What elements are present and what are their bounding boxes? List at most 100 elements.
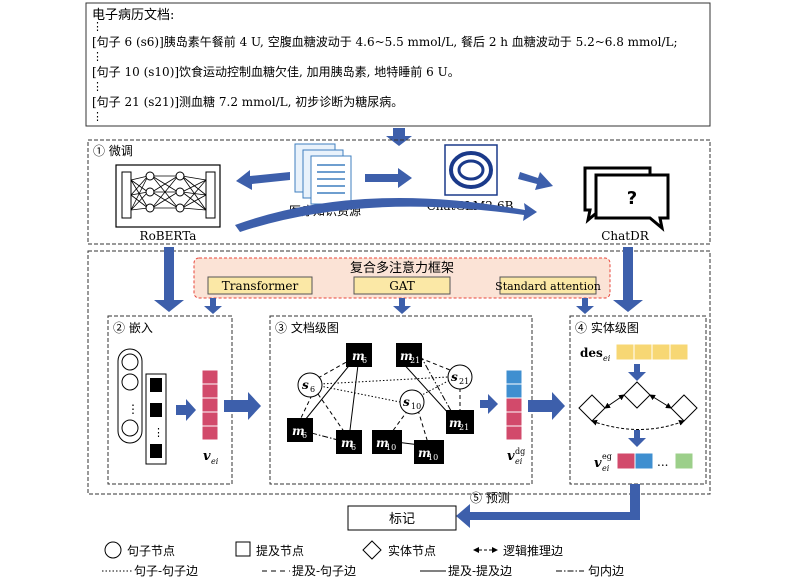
mention-node: m 21 xyxy=(396,343,422,367)
right-arrow-icon xyxy=(365,168,412,188)
down-arrow-icon xyxy=(393,298,411,314)
module-label: GAT xyxy=(389,279,415,293)
legend-label: 句子-句子边 xyxy=(134,564,198,578)
right-arrow-icon xyxy=(480,394,498,414)
record-line-3: [句子 21 (s21)]测血糖 7.2 mmol/L, 初步诊断为糖尿病。 xyxy=(92,94,403,109)
output-label: 标记 xyxy=(389,512,415,527)
vertical-ellipsis: ⋮ xyxy=(127,402,139,416)
svg-text:10: 10 xyxy=(411,402,421,411)
left-arrow-icon xyxy=(236,170,290,190)
model-box xyxy=(87,250,711,495)
right-arrow-icon xyxy=(224,392,261,420)
down-arrow-icon xyxy=(628,430,646,447)
finetune-title: ① 微调 xyxy=(93,144,133,158)
embed-vector-sub: ei xyxy=(211,457,219,466)
embed-title: ② 嵌入 xyxy=(113,321,153,335)
svg-text:10: 10 xyxy=(428,453,438,462)
documents-icon xyxy=(294,143,352,205)
svg-text:21: 21 xyxy=(410,356,420,365)
vertical-ellipsis: ⋮ xyxy=(153,426,164,439)
square-icon xyxy=(235,541,251,557)
svg-text:m: m xyxy=(449,416,462,430)
mention-node: m 6 xyxy=(346,343,372,367)
chatglm-logo-icon xyxy=(444,144,498,196)
svg-text:s: s xyxy=(451,370,458,384)
record-line-2: [句子 10 (s10)]饮食运动控制血糖欠佳, 加用胰岛素, 地特睡前 6 U… xyxy=(92,64,460,79)
entgraph-vector-sub: ei xyxy=(602,464,610,473)
svg-text:10: 10 xyxy=(386,443,396,452)
svg-text:s: s xyxy=(302,378,309,392)
module-gat xyxy=(353,276,451,295)
down-arrow-icon xyxy=(204,298,222,314)
module-standard-attention xyxy=(499,276,597,295)
down-arrow-icon xyxy=(613,247,643,312)
entity-diamond-chain xyxy=(578,381,698,430)
svg-text:m: m xyxy=(292,424,305,438)
vertical-ellipsis: ⋮ xyxy=(92,110,103,123)
down-arrow-icon xyxy=(154,247,184,312)
circle-icon xyxy=(104,541,122,559)
token-column-icon: ⋮ xyxy=(117,348,143,444)
roberta-network-icon xyxy=(115,164,221,228)
down-arrow-icon xyxy=(386,128,412,146)
diamond-icon xyxy=(362,540,382,560)
docgraph-vector-icon xyxy=(505,369,523,441)
mention-node: m 10 xyxy=(372,430,402,454)
mention-node: m 6 xyxy=(287,418,313,442)
module-transformer xyxy=(207,276,313,295)
vertical-ellipsis: ⋮ xyxy=(92,80,103,93)
docgraph-vector-sup: dg xyxy=(515,447,525,456)
curved-arrow-icon xyxy=(235,198,537,232)
entgraph-vector-icon xyxy=(616,452,694,470)
sentence-node: s 21 xyxy=(447,364,473,390)
vertical-ellipsis: ⋮ xyxy=(92,20,103,33)
down-arrow-icon xyxy=(576,298,594,314)
down-arrow-icon xyxy=(628,364,646,381)
embedding-column-icon: ⋮ xyxy=(145,373,167,465)
docgraph-title: ③ 文档级图 xyxy=(275,320,339,335)
mention-node: m 6 xyxy=(336,430,362,454)
docgraph-vector-sub: ei xyxy=(515,457,523,466)
record-line-1: [句子 6 (s6)]胰岛素午餐前 4 U, 空腹血糖波动于 4.6~5.5 m… xyxy=(92,34,678,49)
des-label: des xyxy=(580,346,603,360)
predict-label: ⑤ 预测 xyxy=(470,491,510,505)
legend-label: 逻辑推理边 xyxy=(503,544,563,558)
mention-node: m 10 xyxy=(414,440,444,464)
svg-text:6: 6 xyxy=(362,356,367,365)
entity-vector-icon xyxy=(201,369,219,441)
roberta-label: RoBERTa xyxy=(140,229,197,243)
output-box xyxy=(347,505,457,531)
mention-node: m 21 xyxy=(446,410,474,434)
svg-text:m: m xyxy=(341,436,354,450)
predict-arrow-icon xyxy=(456,484,640,528)
legend-label: 提及节点 xyxy=(256,543,304,558)
svg-text:6: 6 xyxy=(310,385,315,394)
right-arrow-icon xyxy=(176,399,196,421)
entgraph-title: ④ 实体级图 xyxy=(575,320,639,335)
record-box xyxy=(85,2,711,127)
right-arrow-icon xyxy=(528,392,565,420)
vertical-ellipsis: ⋮ xyxy=(92,50,103,63)
module-label: Transformer xyxy=(222,279,299,293)
right-arrow-icon xyxy=(518,172,553,190)
des-sub: ei xyxy=(603,354,611,363)
sentence-node: s 6 xyxy=(297,372,323,398)
svg-text:m: m xyxy=(352,349,365,363)
chatdr-bubbles-icon: ? xyxy=(583,166,670,232)
des-vector-icon xyxy=(615,343,689,361)
legend-label: 句内边 xyxy=(588,564,624,578)
svg-text:m: m xyxy=(418,446,431,460)
svg-text:m: m xyxy=(376,436,389,450)
legend-label: 提及-提及边 xyxy=(448,563,512,578)
svg-text:s: s xyxy=(403,395,410,409)
legend-label: 句子节点 xyxy=(127,544,175,558)
framework-title: 复合多注意力框架 xyxy=(350,260,454,276)
svg-text:6: 6 xyxy=(351,443,356,452)
svg-text:21: 21 xyxy=(459,423,469,432)
sentence-node: s 10 xyxy=(399,389,425,415)
chatdr-label: ChatDR xyxy=(601,229,650,243)
entgraph-vector-sup: eg xyxy=(602,452,612,461)
docgraph-vector-label: v xyxy=(507,449,515,464)
legend-label: 实体节点 xyxy=(388,543,436,558)
